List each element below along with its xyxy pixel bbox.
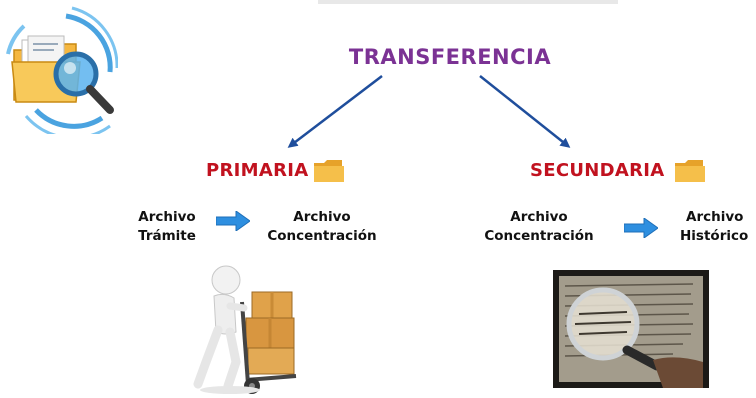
top-edge-bar bbox=[318, 0, 618, 4]
right-arrow-icon bbox=[216, 211, 250, 231]
node-line-1: Archivo bbox=[510, 209, 568, 225]
node-line-2: Histórico bbox=[680, 228, 749, 244]
diagram-title: TRANSFERENCIA bbox=[348, 45, 552, 69]
node-archivo-tramite: Archivo Trámite bbox=[126, 208, 208, 246]
node-line-1: Archivo bbox=[138, 209, 196, 225]
node-archivo-historico: Archivo Histórico bbox=[680, 208, 756, 246]
node-line-2: Concentración bbox=[484, 228, 594, 244]
node-archivo-concentracion-secundaria: Archivo Concentración bbox=[474, 208, 604, 246]
category-primaria: PRIMARIA bbox=[206, 160, 309, 181]
right-arrow-icon bbox=[624, 218, 658, 238]
folder-search-icon bbox=[6, 6, 118, 134]
node-archivo-concentracion-primaria: Archivo Concentración bbox=[258, 208, 386, 246]
node-line-1: Archivo bbox=[686, 209, 744, 225]
folder-icon bbox=[314, 160, 344, 182]
person-cart-icon bbox=[193, 265, 297, 394]
node-line-2: Trámite bbox=[138, 228, 196, 244]
node-line-1: Archivo bbox=[293, 209, 351, 225]
arrow-to-primaria bbox=[287, 75, 383, 148]
node-line-2: Concentración bbox=[267, 228, 377, 244]
category-secundaria: SECUNDARIA bbox=[530, 160, 665, 181]
arrow-to-secundaria bbox=[479, 75, 571, 148]
folder-icon bbox=[675, 160, 705, 182]
magnifier-document-photo bbox=[553, 270, 709, 388]
